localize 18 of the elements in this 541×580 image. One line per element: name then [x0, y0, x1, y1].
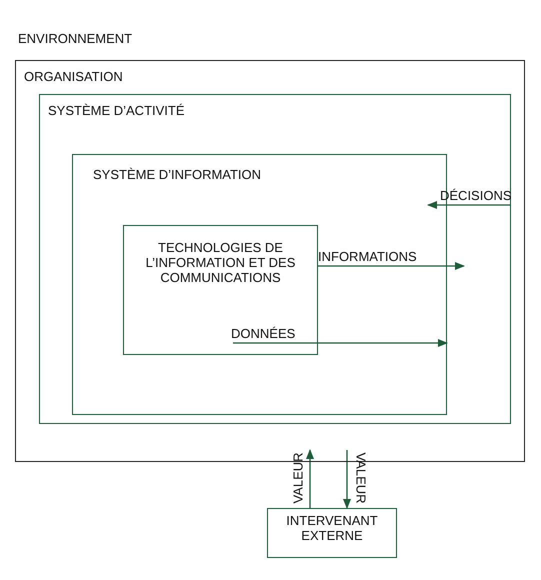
- box-text: TECHNOLOGIES DE L’INFORMATION ET DES COMMUNICATIONS: [144, 240, 296, 285]
- box: [39, 94, 511, 424]
- edge-label: INFORMATIONS: [318, 250, 417, 263]
- box-title: SYSTÈME D’ACTIVITÉ: [48, 103, 185, 118]
- arrow: [318, 262, 465, 270]
- box: [123, 225, 318, 355]
- box: [267, 508, 397, 558]
- arrow: [233, 339, 448, 347]
- area-label: ENVIRONNEMENT: [18, 31, 132, 46]
- box-title: ORGANISATION: [24, 69, 123, 84]
- arrow: [427, 201, 511, 209]
- arrow: [343, 450, 351, 509]
- arrow: [306, 449, 314, 508]
- box-text: INTERVENANT EXTERNE: [285, 513, 379, 543]
- edge-label: DONNÉES: [231, 327, 296, 340]
- edge-label: VALEUR: [292, 452, 304, 504]
- edge-label: VALEUR: [354, 452, 368, 504]
- box-title: SYSTÈME D’INFORMATION: [93, 167, 262, 182]
